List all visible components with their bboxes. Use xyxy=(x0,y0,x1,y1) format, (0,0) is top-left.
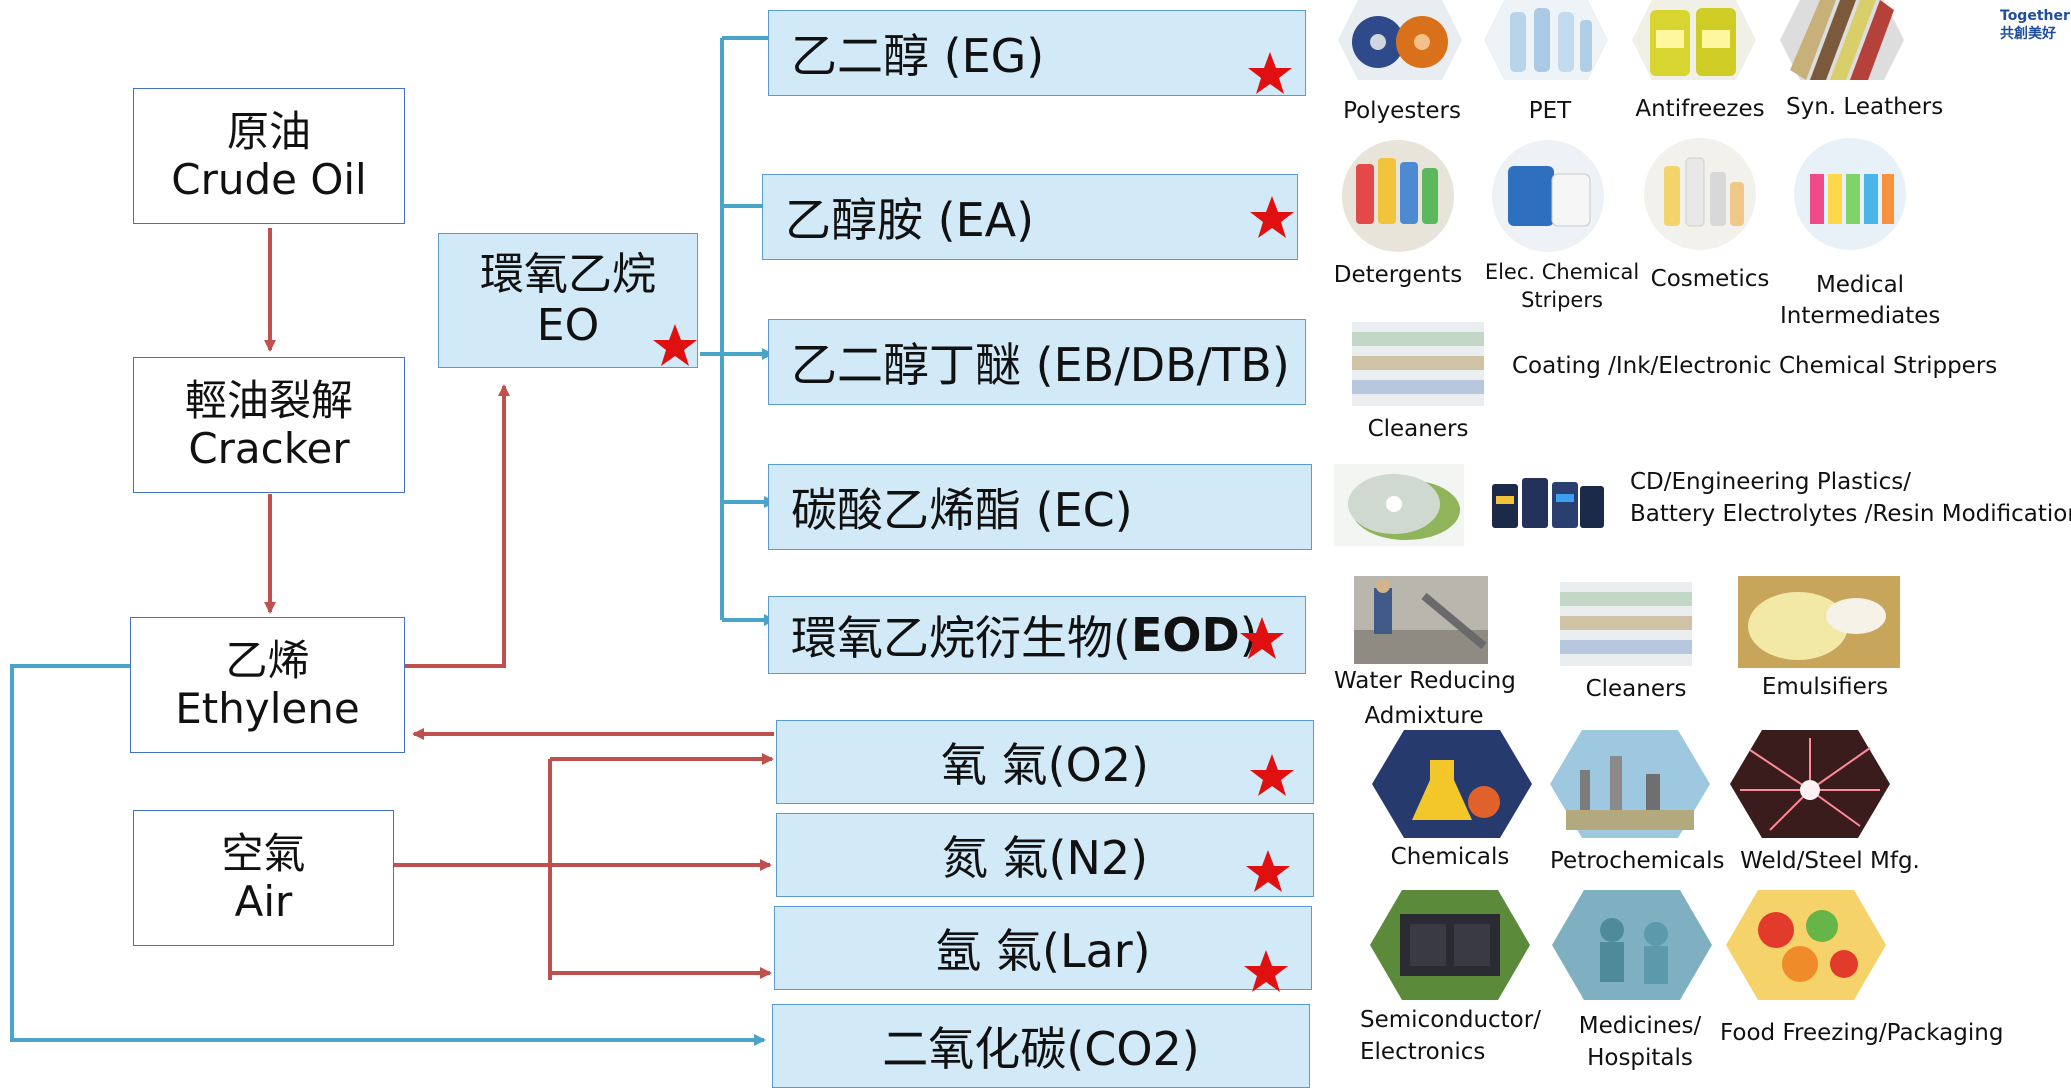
product-eg: 乙二醇 (EG) xyxy=(768,10,1306,96)
product-o2-label: 氧 氣(O2) xyxy=(941,738,1149,792)
emulsifier-image xyxy=(1738,576,1900,668)
cracker-en: Cracker xyxy=(188,424,350,473)
cracker-zh: 輕油裂解 xyxy=(184,375,353,425)
air-en: Air xyxy=(234,877,293,926)
app-caption-cleaners-eod: Cleaners xyxy=(1585,676,1687,702)
app-caption-cleaners-eb: Cleaners xyxy=(1367,416,1469,442)
product-eb-label: 乙二醇丁醚 (EB/DB/TB) xyxy=(791,338,1290,392)
star-icon xyxy=(653,324,697,366)
star-icon xyxy=(1248,52,1292,94)
hospital-image xyxy=(1552,890,1712,1000)
app-note-ec-line1: CD/Engineering Plastics/ xyxy=(1630,469,1911,495)
crude-oil-box: 原油 Crude Oil xyxy=(133,88,405,224)
cleaners-shelf-image xyxy=(1352,322,1484,406)
product-eod-label-bold: EOD xyxy=(1130,608,1240,662)
product-ec-label: 碳酸乙烯酯 (EC) xyxy=(791,483,1133,537)
product-n2: 氮 氣(N2) xyxy=(776,813,1314,897)
star-icon xyxy=(1246,850,1290,892)
product-lar-label: 氬 氣(Lar) xyxy=(935,924,1151,978)
polyester-spools-image xyxy=(1338,0,1462,80)
product-n2-label: 氮 氣(N2) xyxy=(941,831,1149,885)
medical-vials-image xyxy=(1790,138,1910,250)
product-lar: 氬 氣(Lar) xyxy=(774,906,1312,990)
app-caption-medicines: Medicines/ Hospitals xyxy=(1578,1013,1702,1072)
app-note-eb: Coating /Ink/Electronic Chemical Strippe… xyxy=(1512,353,1998,379)
eo-box: 環氧乙烷 EO xyxy=(438,233,698,368)
app-caption-water-reducing: Water Reducing Admixture xyxy=(1334,668,1516,729)
eo-en: EO xyxy=(536,299,600,351)
product-o2: 氧 氣(O2) xyxy=(776,720,1314,804)
app-caption-elec-chemical-stripers: Elec. Chemical Stripers xyxy=(1484,260,1640,313)
product-eg-label: 乙二醇 (EG) xyxy=(791,29,1045,83)
app-caption-cosmetics: Cosmetics xyxy=(1650,266,1770,292)
ethylene-box: 乙烯 Ethylene xyxy=(130,617,405,753)
app-caption-petrochemicals: Petrochemicals xyxy=(1550,848,1725,874)
concrete-image xyxy=(1354,576,1488,664)
star-icon xyxy=(1250,196,1294,238)
app-caption-detergents: Detergents xyxy=(1333,262,1463,288)
logo-line1: Together F xyxy=(2000,8,2071,24)
app-caption-semiconductor: Semiconductor/ Electronics xyxy=(1360,1007,1541,1066)
star-icon xyxy=(1240,617,1284,659)
app-note-ec-line2: Battery Electrolytes /Resin Modification xyxy=(1630,501,2071,527)
star-icon xyxy=(1250,754,1294,796)
product-eb: 乙二醇丁醚 (EB/DB/TB) xyxy=(768,319,1306,405)
app-caption-syn-leathers: Syn. Leathers xyxy=(1786,94,1944,120)
detergents-image xyxy=(1338,140,1458,252)
ethylene-en: Ethylene xyxy=(175,684,360,733)
app-caption-pet: PET xyxy=(1528,98,1572,124)
logo-line2: 共創美好 xyxy=(2000,25,2056,42)
cracker-box: 輕油裂解 Cracker xyxy=(133,357,405,493)
air-zh: 空氣 xyxy=(221,828,306,878)
product-ea-label: 乙醇胺 (EA) xyxy=(785,193,1035,247)
food-image xyxy=(1726,890,1886,1000)
app-caption-polyesters: Polyesters xyxy=(1343,98,1461,124)
pet-bottles-image xyxy=(1484,0,1608,80)
refinery-image xyxy=(1550,730,1710,838)
chemical-containers-image xyxy=(1488,140,1608,252)
product-ea: 乙醇胺 (EA) xyxy=(762,174,1298,260)
chemicals-flask-image xyxy=(1372,730,1532,838)
air-box: 空氣 Air xyxy=(133,810,394,946)
product-ec: 碳酸乙烯酯 (EC) xyxy=(768,464,1312,550)
product-co2: 二氧化碳(CO2) xyxy=(772,1004,1310,1088)
antifreeze-image xyxy=(1632,0,1756,80)
crude-oil-zh: 原油 xyxy=(226,106,311,156)
leather-image xyxy=(1780,0,1904,80)
app-caption-weld-steel: Weld/Steel Mfg. xyxy=(1740,848,1920,874)
app-caption-emulsifiers: Emulsifiers xyxy=(1761,674,1889,700)
app-caption-chemicals: Chemicals xyxy=(1390,844,1510,870)
batteries-image xyxy=(1486,462,1610,548)
company-logo: Together F 共創美好 xyxy=(2000,8,2071,43)
app-caption-food: Food Freezing/Packaging xyxy=(1720,1020,2004,1046)
eo-zh: 環氧乙烷 xyxy=(480,248,656,300)
product-co2-label: 二氧化碳(CO2) xyxy=(882,1022,1200,1076)
cleaners-shelf-image xyxy=(1560,582,1692,666)
ethylene-zh: 乙烯 xyxy=(225,635,310,685)
product-eod-label-zh: 環氧乙烷衍生物( xyxy=(791,611,1131,665)
cd-discs-image xyxy=(1334,464,1464,546)
star-icon xyxy=(1244,950,1288,992)
app-caption-antifreezes: Antifreezes xyxy=(1635,96,1765,122)
welding-sparks-image xyxy=(1730,730,1890,838)
cosmetics-image xyxy=(1640,138,1760,250)
chip-image xyxy=(1370,890,1530,1000)
product-eod: 環氧乙烷衍生物(EOD) xyxy=(768,596,1306,674)
crude-oil-en: Crude Oil xyxy=(171,155,367,204)
app-caption-medical-intermediates: Medical Intermediates xyxy=(1780,272,1941,330)
